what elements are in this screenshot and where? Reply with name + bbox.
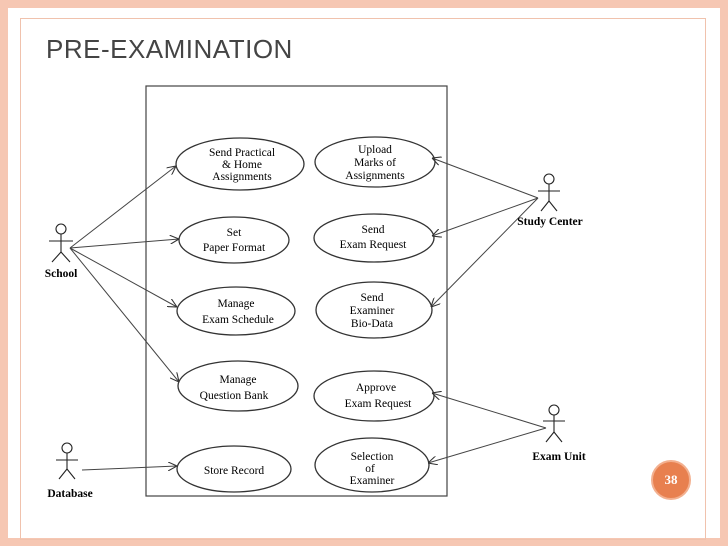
use-case-manage-question-bank: Manage Question Bank bbox=[177, 360, 299, 412]
actor-exam-unit-label: Exam Unit bbox=[532, 451, 586, 463]
actor-school-label: School bbox=[45, 268, 78, 280]
use-case-selection-of-examiner: Selection of Examiner bbox=[314, 437, 430, 493]
assoc-exam-unit-selection-of-examiner bbox=[428, 427, 547, 463]
slide-border-left bbox=[0, 0, 8, 546]
use-case-send-exam-request-line-1: Send bbox=[362, 224, 385, 236]
actor-database-label: Database bbox=[47, 488, 92, 500]
use-case-send-practical: Send Practical & Home Assignments bbox=[175, 137, 305, 191]
use-case-set-paper-format: Set Paper Format bbox=[178, 216, 290, 264]
slide-inner-frame bbox=[20, 18, 706, 540]
use-case-store-record-line-1: Store Record bbox=[204, 465, 265, 477]
use-case-upload-marks-line-2: Marks of bbox=[354, 157, 396, 169]
assoc-study-center-upload-marks bbox=[432, 158, 539, 199]
use-case-send-practical-line-2: & Home bbox=[222, 159, 262, 171]
use-case-store-record: Store Record bbox=[176, 445, 292, 493]
use-case-send-examiner-biodata-line-1: Send bbox=[361, 292, 384, 304]
use-case-set-paper-format-line-2: Paper Format bbox=[203, 242, 266, 254]
actor-study-center-label: Study Center bbox=[517, 216, 583, 228]
use-case-approve-exam-request: Approve Exam Request bbox=[313, 370, 435, 422]
slide-title: PRE-EXAMINATION bbox=[46, 34, 293, 64]
actor-study-center-figure bbox=[538, 173, 560, 212]
use-case-approve-exam-request-line-1: Approve bbox=[356, 382, 396, 394]
use-case-manage-exam-schedule: Manage Exam Schedule bbox=[176, 286, 296, 336]
study-center-associations bbox=[431, 158, 539, 307]
use-case-send-practical-line-3: Assignments bbox=[212, 171, 272, 183]
use-case-approve-exam-request-line-2: Exam Request bbox=[345, 398, 413, 410]
use-case-selection-of-examiner-line-2: of bbox=[365, 463, 375, 475]
use-case-upload-marks-line-3: Assignments bbox=[345, 170, 405, 182]
assoc-school-set-paper-format bbox=[69, 239, 179, 249]
exam-unit-associations bbox=[428, 393, 547, 463]
use-case-manage-question-bank-line-1: Manage bbox=[219, 374, 256, 386]
assoc-school-manage-exam-schedule bbox=[69, 247, 177, 307]
page-number: 38 bbox=[664, 472, 678, 487]
use-case-send-examiner-biodata-line-3: Bio-Data bbox=[351, 318, 393, 330]
page-number-badge: 38 bbox=[651, 460, 691, 500]
slide-border-bottom bbox=[0, 538, 728, 546]
actor-database-figure bbox=[56, 442, 78, 480]
slide-border-right bbox=[720, 0, 728, 546]
assoc-school-send-practical bbox=[69, 166, 176, 249]
actor-school-figure bbox=[49, 223, 73, 263]
use-case-send-exam-request: Send Exam Request bbox=[313, 213, 435, 263]
use-case-set-paper-format-line-1: Set bbox=[227, 227, 243, 239]
assoc-study-center-send-examiner-biodata bbox=[431, 197, 539, 307]
use-case-manage-exam-schedule-line-2: Exam Schedule bbox=[202, 314, 274, 326]
use-case-selection-of-examiner-line-3: Examiner bbox=[350, 475, 395, 487]
use-case-manage-question-bank-line-2: Question Bank bbox=[200, 390, 269, 402]
slide-border-top bbox=[0, 0, 728, 8]
assoc-school-manage-question-bank bbox=[69, 247, 179, 382]
assoc-database-store-record bbox=[81, 466, 177, 470]
use-case-manage-exam-schedule-line-1: Manage bbox=[217, 298, 254, 310]
actor-exam-unit-figure bbox=[543, 404, 565, 443]
use-case-send-practical-line-1: Send Practical bbox=[209, 147, 275, 159]
assoc-study-center-send-exam-request bbox=[432, 197, 539, 236]
assoc-exam-unit-approve-exam-request bbox=[432, 393, 547, 429]
use-case-selection-of-examiner-line-1: Selection bbox=[351, 451, 394, 463]
use-case-send-exam-request-line-2: Exam Request bbox=[340, 239, 408, 251]
use-case-send-examiner-biodata-line-2: Examiner bbox=[350, 305, 395, 317]
use-case-upload-marks: Upload Marks of Assignments bbox=[314, 136, 436, 188]
use-case-upload-marks-line-1: Upload bbox=[358, 144, 392, 156]
use-case-send-examiner-biodata: Send Examiner Bio-Data bbox=[315, 281, 433, 339]
school-associations bbox=[69, 166, 179, 382]
